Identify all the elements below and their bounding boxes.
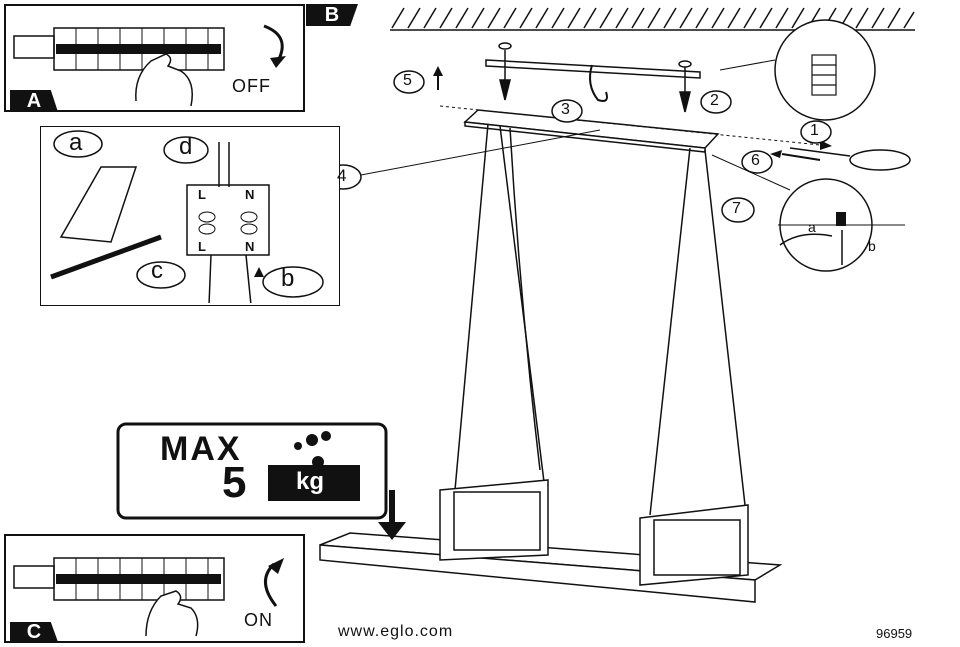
wall-plug-icon	[811, 54, 837, 96]
lamp-body	[319, 479, 783, 603]
max-load-box	[116, 422, 388, 520]
breaker-illustration-on	[13, 557, 284, 637]
wiring-label-b: b	[281, 265, 295, 292]
switch-state-on: ON	[244, 610, 273, 630]
terminal-top-l: L	[198, 187, 206, 202]
step-2-number: 2	[710, 92, 719, 109]
down-arrow-icon	[378, 522, 406, 540]
product-code: 96959	[876, 626, 913, 641]
step-5-number: 5	[403, 72, 412, 89]
panel-c-tag: C	[10, 622, 58, 642]
step-7-number: 7	[732, 200, 741, 217]
detail7-label-a: a	[808, 219, 816, 235]
cable-grip-icon	[836, 212, 846, 226]
detail7-label-b: b	[868, 238, 876, 254]
terminal-block-illustration	[50, 130, 324, 306]
panel-c-switch-on: ON C	[4, 534, 305, 643]
step-7-circle	[721, 197, 755, 223]
wiring-label-d: d	[179, 133, 193, 160]
max-load-title: MAX	[160, 430, 242, 468]
step-4-number: 4	[337, 166, 347, 185]
step-3-circle	[551, 99, 583, 123]
terminal-bottom-l: L	[198, 239, 206, 254]
ceiling-hatch	[390, 7, 915, 31]
step-2-circle	[700, 90, 732, 114]
step-5-circle	[393, 70, 425, 94]
screwdriver-icon	[789, 147, 911, 171]
terminal-top-n: N	[245, 187, 255, 202]
panel-a-switch-off: OFF A	[4, 4, 305, 112]
wiring-label-c: c	[151, 257, 163, 284]
step-6-number: 6	[751, 152, 760, 169]
breaker-illustration-off	[13, 24, 286, 107]
suspension-cables	[454, 123, 746, 516]
website-url[interactable]: www.eglo.com	[338, 623, 454, 640]
wiring-label-a: a	[69, 129, 83, 156]
step-1-number: 1	[810, 122, 819, 139]
max-load-unit: kg	[296, 468, 325, 495]
step-1-circle	[800, 120, 832, 144]
panel-a-tag: A	[10, 90, 58, 112]
switch-state-off: OFF	[232, 76, 271, 96]
hook-icon	[589, 64, 608, 102]
max-load-value: 5	[222, 458, 247, 507]
panel-b-tag: B	[306, 4, 358, 26]
weight-icon	[268, 465, 360, 501]
wiring-inset: a d c b L N L N	[40, 126, 340, 306]
terminal-bottom-n: N	[245, 239, 255, 254]
mounting-bracket	[485, 42, 701, 113]
step-3-number: 3	[561, 101, 570, 118]
step-6-circle	[741, 150, 773, 174]
